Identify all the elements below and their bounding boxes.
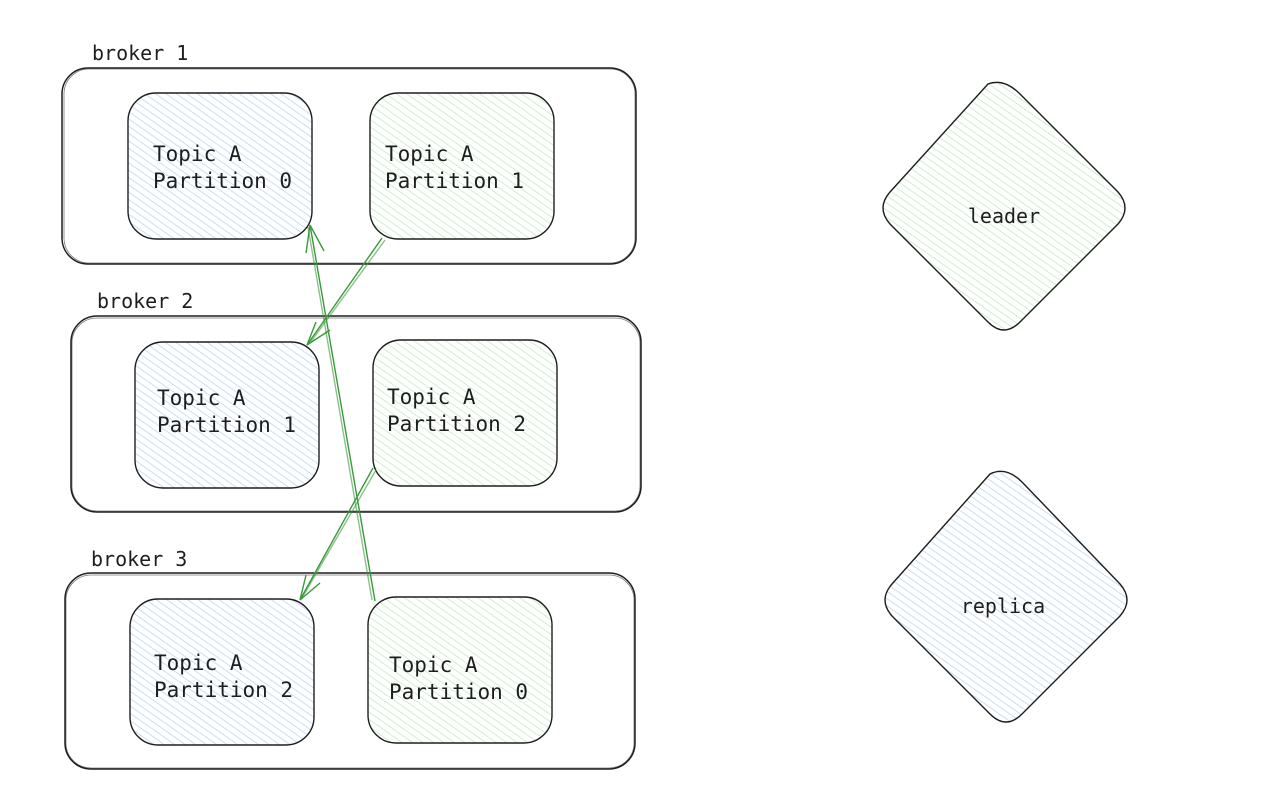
partition-name-b2-p1: Partition 1 xyxy=(157,413,297,437)
partition-box-b2-p2 xyxy=(372,339,558,487)
broker-2-box xyxy=(70,315,642,513)
partition-topic-b3-p0: Topic A xyxy=(389,653,478,677)
partition-box-b1-p0 xyxy=(127,92,313,240)
legend-leader-label: leader xyxy=(967,204,1041,228)
replication-arrow-p1 xyxy=(306,237,386,346)
replication-arrow-p2 xyxy=(299,467,377,601)
partition-name-b1-p1: Partition 1 xyxy=(385,169,525,193)
partition-topic-b1-p0: Topic A xyxy=(153,142,242,166)
broker-3-box xyxy=(64,572,636,770)
broker-1-label: broker 1 xyxy=(92,41,189,65)
partition-topic-b2-p2: Topic A xyxy=(387,385,476,409)
partition-box-b2-p1 xyxy=(134,341,320,489)
legend-leader-diamond xyxy=(882,81,1126,331)
partition-name-b2-p2: Partition 2 xyxy=(387,412,527,436)
legend-replica-label: replica xyxy=(960,594,1046,618)
partition-topic-b3-p2: Topic A xyxy=(154,651,243,675)
partition-name-b1-p0: Partition 0 xyxy=(153,169,293,193)
partition-box-b3-p2 xyxy=(129,598,315,746)
legend-replica-diamond xyxy=(884,470,1128,723)
replication-arrow-p0 xyxy=(305,224,376,602)
broker-1-box xyxy=(61,67,637,265)
partition-name-b3-p2: Partition 2 xyxy=(154,678,294,702)
partition-topic-b2-p1: Topic A xyxy=(157,386,246,410)
partition-box-b1-p1 xyxy=(369,92,555,240)
broker-3-label: broker 3 xyxy=(91,547,188,571)
partition-topic-b1-p1: Topic A xyxy=(385,142,474,166)
partition-name-b3-p0: Partition 0 xyxy=(389,680,529,704)
partition-box-b3-p0 xyxy=(367,596,553,744)
broker-2-label: broker 2 xyxy=(97,289,194,313)
